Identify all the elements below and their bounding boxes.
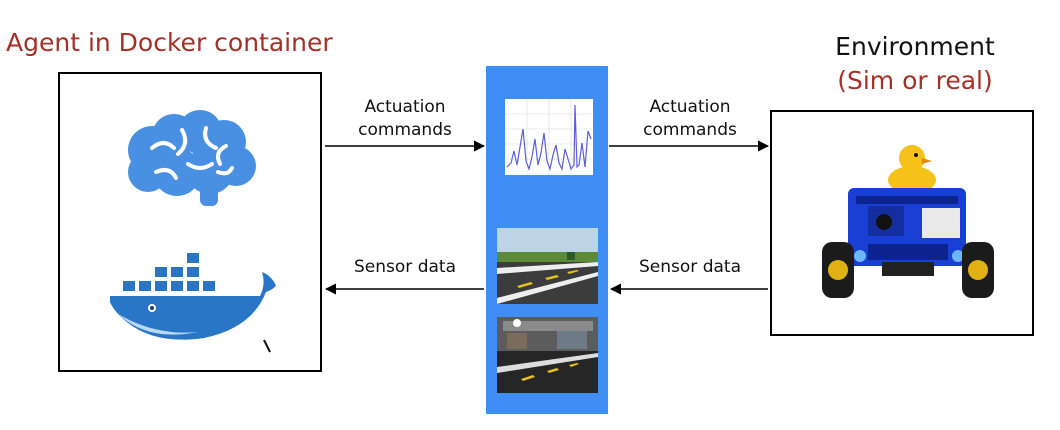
signal-chart bbox=[505, 99, 593, 175]
real-road-camera bbox=[497, 317, 598, 393]
actuation-label-right: Actuation commands bbox=[643, 97, 737, 140]
environment-subtitle: (Sim or real) bbox=[837, 66, 993, 95]
environment-title-block: Environment (Sim or real) bbox=[770, 30, 1060, 98]
simulated-road-camera bbox=[497, 228, 598, 304]
environment-title: Environment bbox=[835, 32, 995, 61]
duckiebot-robot bbox=[822, 145, 994, 298]
docker-whale-icon bbox=[110, 251, 276, 353]
brain-icon bbox=[128, 110, 256, 206]
actuation-label-left: Actuation commands bbox=[358, 97, 452, 140]
sensor-label-right: Sensor data bbox=[639, 257, 741, 277]
agent-title: Agent in Docker container bbox=[6, 28, 333, 57]
agent-box bbox=[58, 72, 322, 372]
environment-box bbox=[770, 110, 1034, 336]
sensor-label-left: Sensor data bbox=[354, 257, 456, 277]
